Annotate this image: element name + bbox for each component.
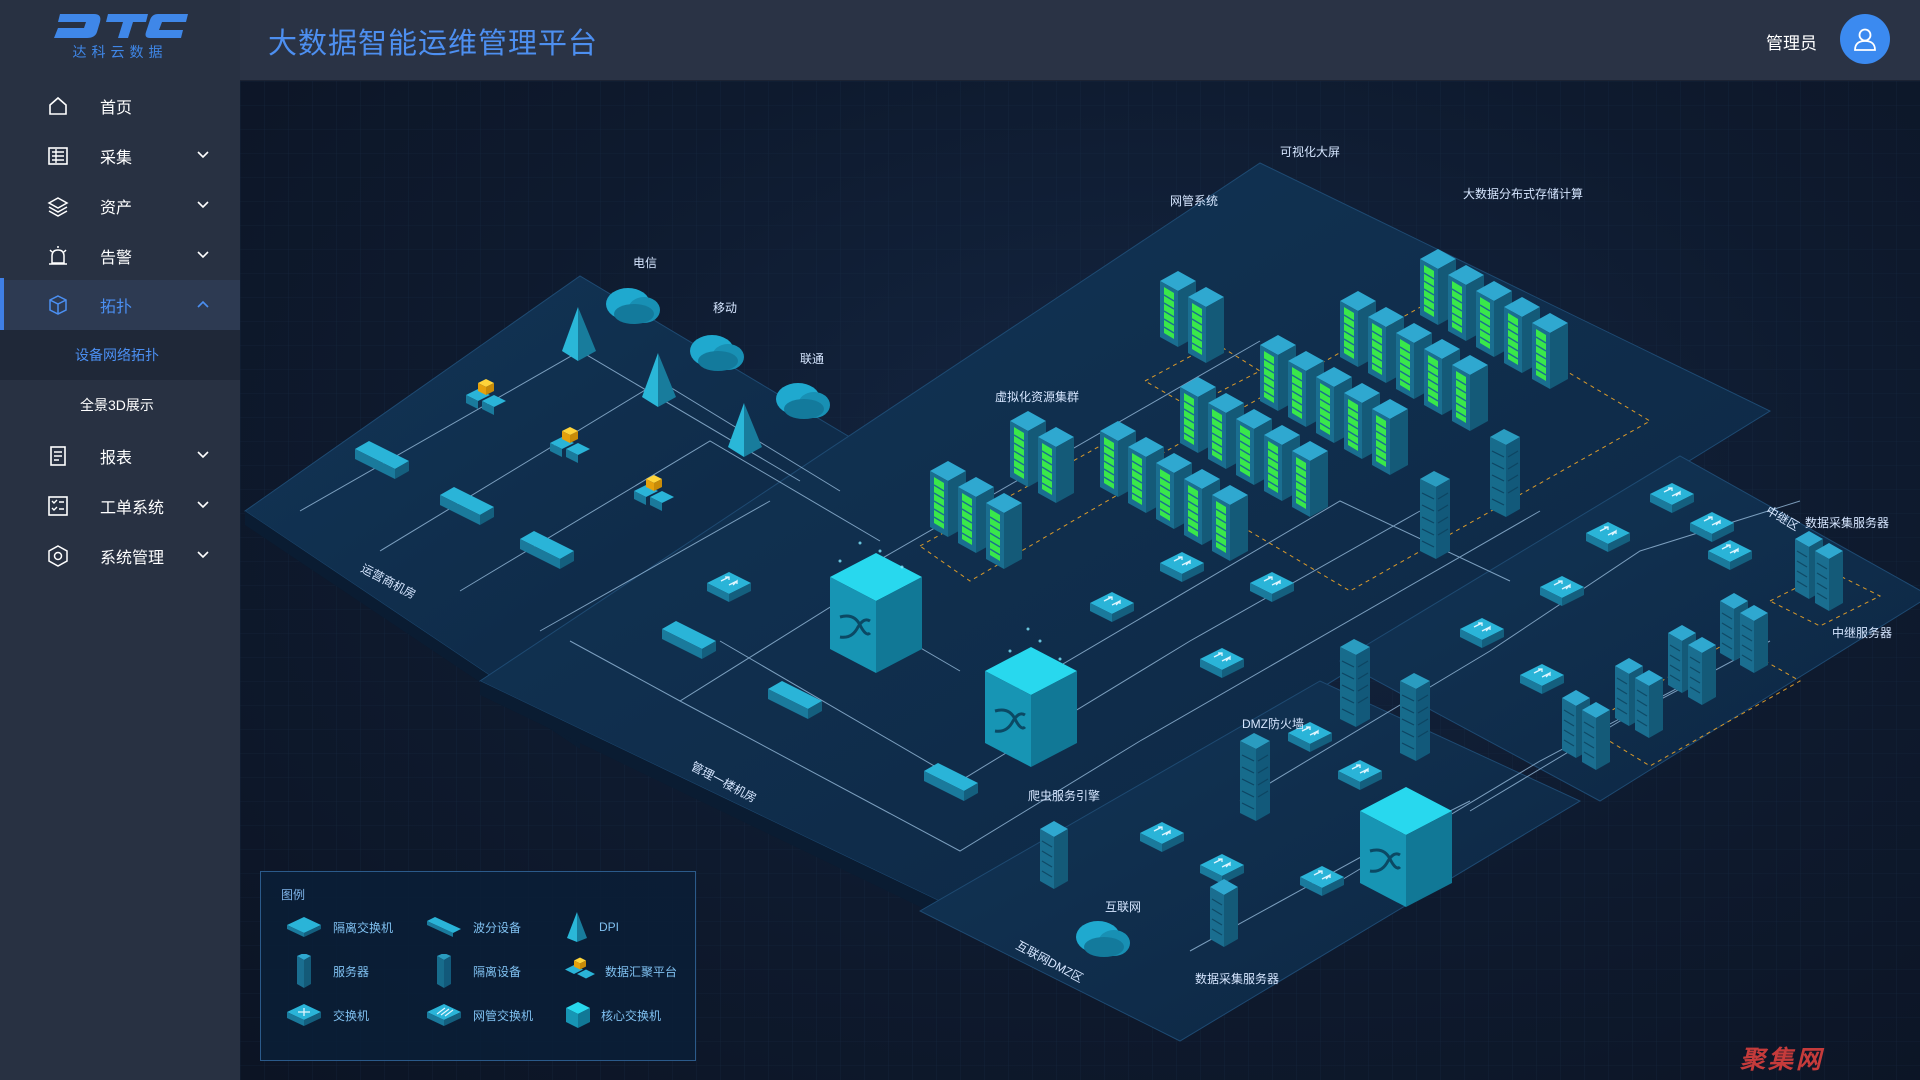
sidebar-item-collect[interactable]: 采集 [0, 131, 240, 181]
label-relay-server: 中继服务器 [1832, 625, 1892, 640]
cube-icon [49, 295, 67, 315]
chevron-down-icon [197, 501, 209, 509]
label-bigdata-storage: 大数据分布式存储计算 [1463, 186, 1583, 201]
legend-label: 隔离设备 [473, 964, 522, 979]
chevron-down-icon [197, 551, 209, 559]
subitem-label: 设备网络拓扑 [75, 347, 159, 363]
chevron-down-icon [197, 151, 209, 159]
sidebar-item-label: 拓扑 [100, 299, 133, 316]
legend-label: DPI [599, 920, 620, 934]
chevron-down-icon [197, 201, 209, 209]
label-telecom: 电信 [633, 256, 657, 270]
sidebar-item-assets[interactable]: 资产 [0, 181, 240, 231]
user-name[interactable]: 管理员 [1766, 34, 1817, 53]
watermark: 聚集网 [1740, 1046, 1825, 1074]
workorder-icon [48, 496, 68, 516]
legend-item: 波分设备 [425, 912, 521, 942]
avatar[interactable] [1840, 14, 1890, 64]
isolation-switch-icon [287, 917, 321, 937]
chevron-down-icon [197, 451, 209, 459]
core-switch-icon [566, 1002, 590, 1028]
managed-switch-icon [427, 1004, 461, 1026]
page-title: 大数据智能运维管理平台 [268, 28, 599, 60]
sidebar-item-label: 告警 [100, 250, 133, 267]
legend-item: 服务器 [285, 954, 370, 988]
label-dmz-firewall: DMZ防火墙 [1242, 716, 1304, 731]
dpi-icon [567, 912, 587, 942]
brand: 达科云数据 [0, 10, 240, 70]
header: 大数据智能运维管理平台 管理员 [240, 0, 1920, 81]
label-virtual-cluster: 虚拟化资源集群 [995, 389, 1079, 404]
server-icon [297, 954, 311, 988]
subitem-panorama-3d[interactable]: 全景3D展示 [0, 380, 240, 430]
brand-logo [54, 14, 188, 38]
label-crawler-engine: 爬虫服务引擎 [1028, 788, 1100, 803]
legend-label: 核心交换机 [601, 1008, 662, 1023]
chevron-down-icon [197, 251, 209, 259]
sidebar-item-label: 工单系统 [100, 500, 165, 517]
sidebar-item-label: 资产 [100, 200, 133, 217]
legend-item: 交换机 [285, 1000, 369, 1030]
sidebar: 达科云数据 首页 采集 资产 告警 拓扑 设备网络拓扑 全景3D展示 报表 工单… [0, 0, 240, 1080]
label-unicom: 联通 [800, 352, 824, 366]
isolation-device-icon [437, 954, 451, 988]
label-nms: 网管系统 [1170, 193, 1218, 208]
layers-icon [47, 197, 69, 217]
report-icon [50, 446, 66, 466]
legend-item: 网管交换机 [425, 1000, 533, 1030]
legend-label: 网管交换机 [473, 1008, 534, 1023]
chevron-up-icon [197, 300, 209, 308]
sidebar-item-label: 系统管理 [100, 550, 165, 567]
user-icon [1854, 28, 1876, 51]
legend-item: 数据汇聚平台 [565, 956, 677, 986]
topology-diagram: 电信 移动 联通 运营商机房 管理一楼机房 互联网DMZ区 可视化大屏 网管系统… [240, 81, 1920, 1080]
legend-label: 服务器 [333, 964, 370, 979]
switch-icon [287, 1004, 321, 1026]
sidebar-item-reports[interactable]: 报表 [0, 431, 240, 481]
legend-label: 隔离交换机 [333, 920, 394, 935]
legend-label: 交换机 [333, 1008, 370, 1023]
sidebar-item-topology[interactable]: 拓扑 [0, 280, 240, 330]
label-data-collect-server: 数据采集服务器 [1195, 971, 1279, 986]
topology-canvas[interactable]: 电信 移动 联通 运营商机房 管理一楼机房 互联网DMZ区 可视化大屏 网管系统… [240, 81, 1920, 1080]
sidebar-item-workorder[interactable]: 工单系统 [0, 481, 240, 531]
label-visual-screen: 可视化大屏 [1280, 144, 1340, 159]
settings-icon [48, 545, 68, 567]
brand-subtitle: 达科云数据 [72, 44, 168, 60]
sidebar-item-label: 首页 [100, 100, 133, 117]
subitem-label: 全景3D展示 [80, 397, 154, 413]
subitem-device-network-topology[interactable]: 设备网络拓扑 [0, 330, 240, 380]
collect-icon [48, 147, 68, 165]
active-indicator [0, 278, 4, 330]
sidebar-item-alarm[interactable]: 告警 [0, 231, 240, 281]
sidebar-item-system[interactable]: 系统管理 [0, 531, 240, 581]
legend-title: 图例 [281, 888, 306, 902]
legend-item: DPI [565, 912, 619, 942]
legend-item: 核心交换机 [565, 1000, 661, 1030]
legend: 图例 隔离交换机 波分设备 DPI 服务器 隔离设备 数据汇聚平台 交换机 [260, 871, 696, 1061]
data-aggregation-icon [565, 957, 595, 979]
legend-item: 隔离设备 [425, 954, 522, 988]
home-icon [49, 96, 67, 115]
wdm-device-icon [427, 917, 461, 937]
sidebar-item-label: 报表 [100, 450, 133, 467]
sidebar-item-home[interactable]: 首页 [0, 81, 240, 131]
label-data-collect-server-2: 数据采集服务器 [1805, 515, 1889, 530]
label-internet: 互联网 [1105, 900, 1141, 914]
legend-label: 数据汇聚平台 [605, 964, 678, 979]
label-mobile: 移动 [713, 301, 737, 315]
sidebar-item-label: 采集 [100, 150, 133, 167]
alarm-icon [49, 246, 67, 265]
legend-item: 隔离交换机 [285, 912, 393, 942]
legend-label: 波分设备 [473, 920, 522, 935]
